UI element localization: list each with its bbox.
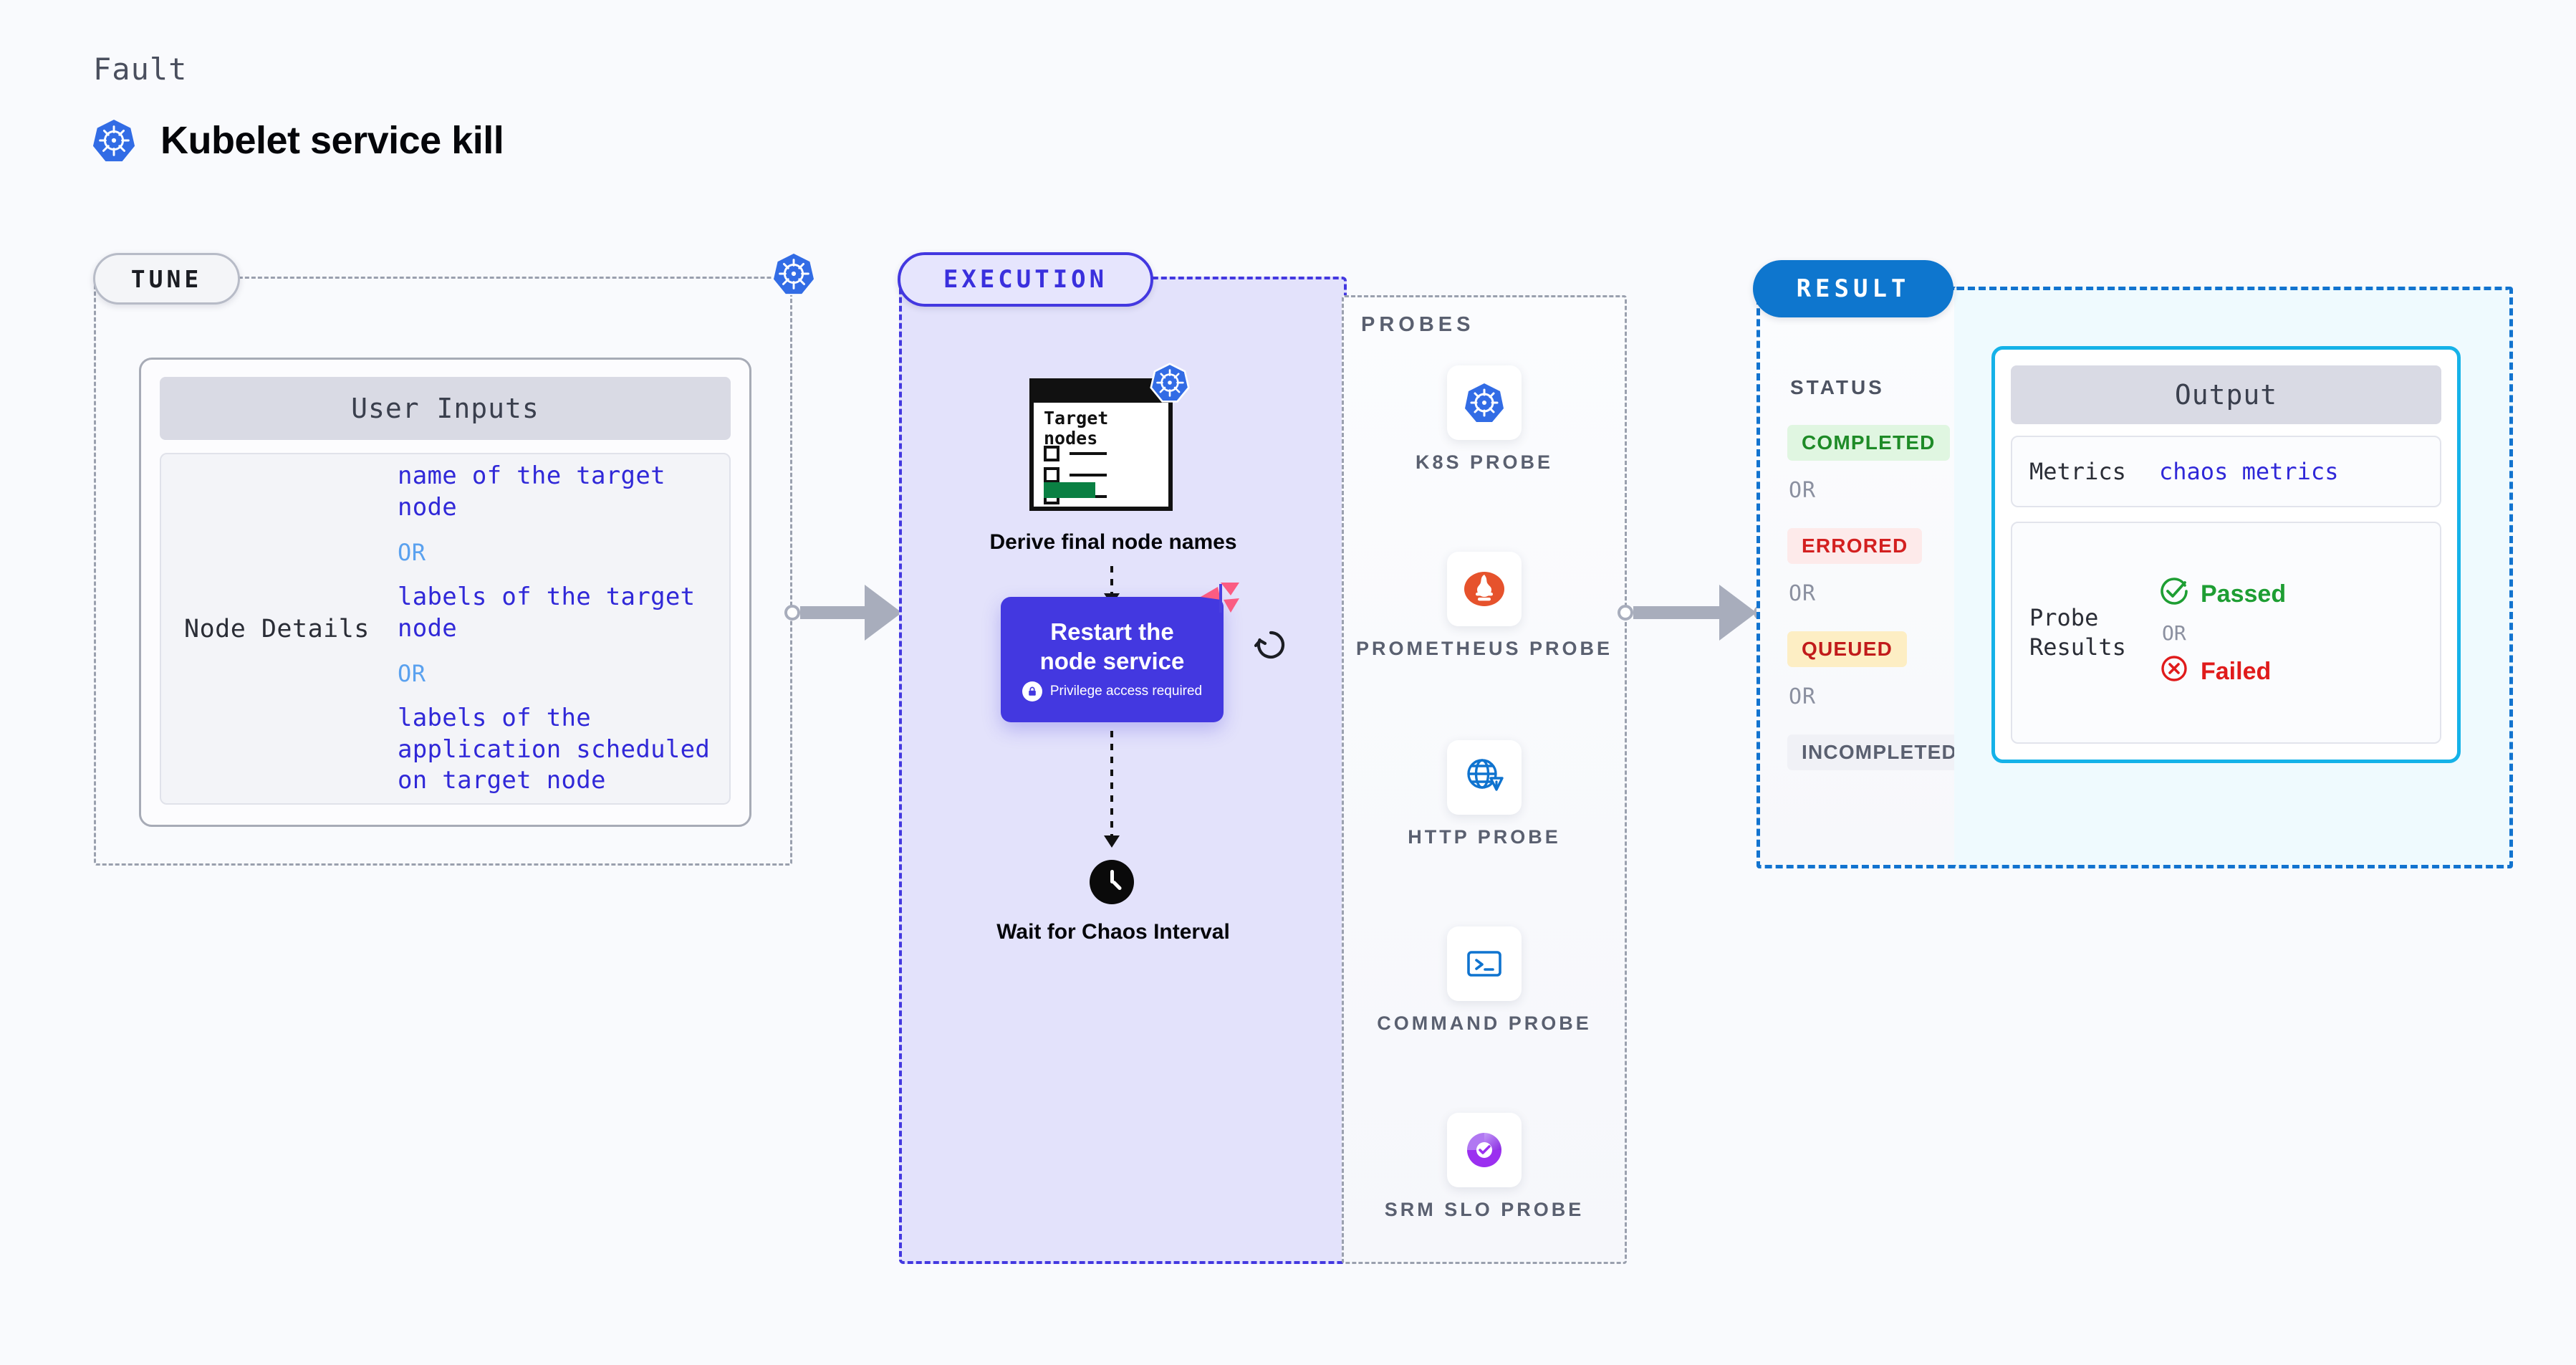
progress-bar	[1044, 482, 1095, 498]
fault-eyebrow-label: Fault	[93, 52, 188, 87]
status-caption: STATUS	[1790, 376, 1885, 398]
probes-panel: PROBES K8S PROBE	[1342, 295, 1627, 1264]
user-inputs-title: User Inputs	[160, 377, 731, 440]
harness-logo-icon	[1199, 581, 1241, 622]
node-details-value-2: labels of the target node	[398, 583, 696, 643]
connector-arrowhead	[1719, 585, 1756, 641]
clock-icon	[1090, 860, 1134, 904]
lock-icon	[1022, 681, 1042, 701]
probe-result-passed: Passed	[2159, 576, 2286, 613]
kubernetes-icon	[1150, 363, 1190, 406]
flow-arrow-1	[1104, 566, 1120, 605]
reload-icon[interactable]	[1253, 627, 1289, 666]
status-badge-queued: QUEUED	[1787, 631, 1907, 667]
target-nodes-titlebar	[1029, 378, 1173, 403]
probe-item-http[interactable]: HTTP PROBE	[1344, 740, 1625, 850]
derive-final-node-names-node: Target nodes	[1029, 363, 1194, 511]
passed-label: Passed	[2201, 580, 2287, 608]
kubernetes-icon	[772, 252, 816, 300]
flow-arrow-2	[1104, 731, 1120, 848]
target-nodes-title: Target nodes	[1044, 408, 1109, 449]
prometheus-icon	[1447, 552, 1522, 626]
connector-arrowhead	[865, 585, 902, 641]
probe-label: HTTP PROBE	[1408, 826, 1561, 848]
node-details-value-3: labels of the application scheduled on t…	[398, 704, 711, 795]
result-output-panel: Output Metrics chaos metrics Probe Resul…	[1954, 287, 2513, 868]
failed-label: Failed	[2201, 657, 2272, 685]
node-details-value-1: name of the target node	[398, 461, 665, 522]
checkbox-icon	[1044, 467, 1059, 483]
probe-label: PROMETHEUS PROBE	[1355, 638, 1613, 659]
probe-label: SRM SLO PROBE	[1384, 1199, 1585, 1220]
target-nodes-card: Target nodes	[1029, 363, 1190, 511]
status-badge-completed: COMPLETED	[1787, 425, 1950, 461]
kubernetes-icon	[92, 118, 136, 163]
connector-tune-execution	[784, 585, 915, 641]
or-separator-1: OR	[398, 539, 426, 567]
checkbox-icon	[1044, 446, 1059, 461]
privilege-note-text: Privilege access required	[1049, 683, 1203, 699]
status-badge-incompleted: INCOMPLETED	[1787, 734, 1971, 770]
or-separator-2: OR	[398, 660, 426, 688]
status-or-1: OR	[1789, 478, 1817, 503]
tune-badge: TUNE	[93, 253, 240, 305]
x-circle-icon	[2159, 653, 2189, 690]
probe-item-command[interactable]: COMMAND PROBE	[1344, 926, 1625, 1036]
probe-item-k8s[interactable]: K8S PROBE	[1344, 365, 1625, 475]
page-title: Kubelet service kill	[92, 118, 504, 163]
output-title: Output	[2011, 365, 2441, 424]
output-probe-results-row: Probe Results Passed OR	[2011, 522, 2441, 744]
chaos-metrics-link[interactable]: chaos metrics	[2159, 458, 2339, 485]
derive-final-node-names-caption: Derive final node names	[989, 530, 1237, 554]
execution-badge: EXECUTION	[898, 252, 1153, 307]
list-line	[1070, 452, 1107, 455]
probe-item-srm-slo[interactable]: SRM SLO PROBE	[1344, 1113, 1625, 1222]
result-badge: RESULT	[1753, 260, 1953, 317]
user-inputs-card: User Inputs Node Details name of the tar…	[139, 358, 751, 827]
probe-label: COMMAND PROBE	[1377, 1012, 1592, 1034]
kubernetes-icon	[1447, 365, 1522, 440]
restart-node-service-card[interactable]: Restart the node service Privilege acces…	[1001, 583, 1239, 722]
terminal-icon	[1447, 926, 1522, 1001]
privilege-note: Privilege access required	[1022, 681, 1202, 701]
node-details-key: Node Details	[184, 614, 370, 643]
tune-panel: TUNE User Inputs Node Details name of th…	[93, 252, 816, 866]
wait-for-chaos-interval-caption: Wait for Chaos Interval	[996, 920, 1230, 944]
probe-result-failed: Failed	[2159, 653, 2286, 690]
probe-results-key: Probe Results	[2029, 604, 2126, 661]
status-or-3: OR	[1789, 684, 1817, 709]
output-card: Output Metrics chaos metrics Probe Resul…	[1991, 346, 2461, 763]
page-title-text: Kubelet service kill	[160, 119, 504, 162]
wait-for-chaos-interval-node	[1090, 860, 1134, 904]
status-badge-errored: ERRORED	[1787, 528, 1923, 564]
connector-line	[1633, 606, 1721, 619]
user-inputs-row: Node Details name of the target node OR …	[160, 453, 731, 805]
probe-label: K8S PROBE	[1415, 451, 1554, 473]
probe-item-prometheus[interactable]: PROMETHEUS PROBE	[1344, 552, 1625, 661]
restart-node-service-title: Restart the node service	[1039, 618, 1185, 674]
output-metrics-row: Metrics chaos metrics	[2011, 436, 2441, 507]
connector-line	[800, 606, 866, 619]
probes-label: PROBES	[1361, 313, 1475, 336]
status-or-2: OR	[1789, 581, 1817, 606]
metrics-key: Metrics	[2029, 457, 2126, 485]
globe-warning-icon	[1447, 740, 1522, 815]
result-status-panel: RESULT STATUS COMPLETED OR ERRORED OR QU…	[1753, 260, 1971, 868]
connector-execution-result	[1618, 585, 1769, 641]
srm-slo-icon	[1447, 1113, 1522, 1187]
list-line	[1070, 474, 1107, 476]
connector-start-dot	[784, 605, 800, 621]
probe-results-or: OR	[2162, 621, 2186, 645]
execution-panel: EXECUTION Target nodes	[898, 252, 1347, 1264]
connector-start-dot	[1618, 605, 1633, 621]
check-circle-icon	[2159, 576, 2189, 613]
